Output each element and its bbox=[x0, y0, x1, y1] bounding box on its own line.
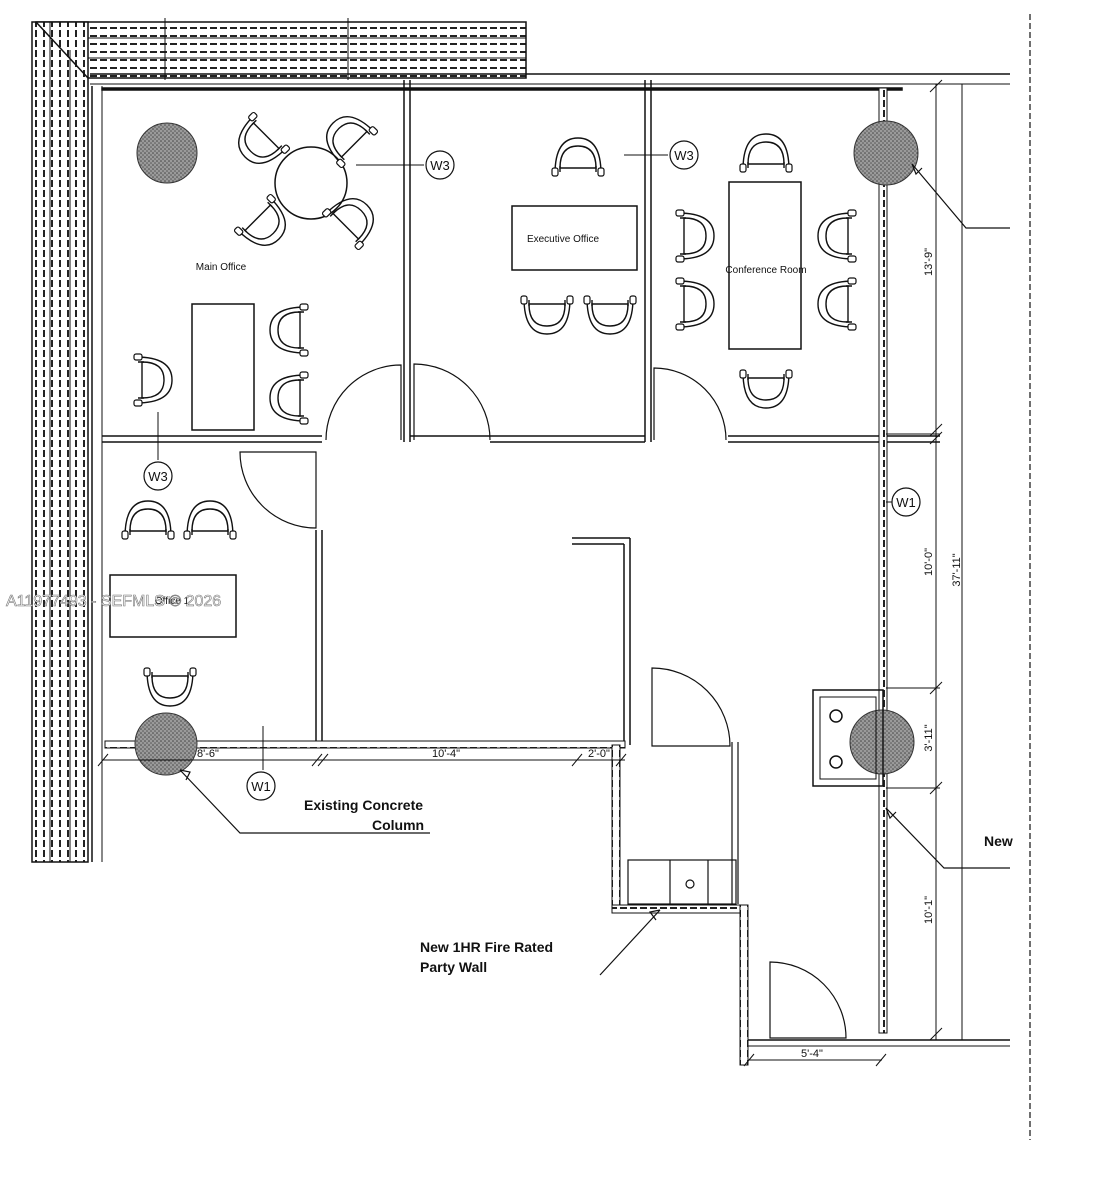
chair bbox=[817, 277, 857, 331]
chair bbox=[269, 371, 309, 425]
chair bbox=[675, 277, 715, 331]
wall-tag-w1-bottom-text: W1 bbox=[251, 779, 271, 794]
right-edge bbox=[961, 14, 1031, 1140]
note-party-wall-line2: Party Wall bbox=[420, 959, 487, 975]
chair bbox=[739, 369, 793, 409]
chair bbox=[143, 667, 197, 707]
chair bbox=[583, 295, 637, 335]
wall-tag-w3-executive: W3 bbox=[624, 140, 699, 170]
range-appliance bbox=[812, 689, 884, 787]
dim-13-9: 13'-9" bbox=[923, 248, 935, 276]
chair bbox=[233, 193, 286, 246]
chair bbox=[238, 111, 291, 164]
wall-tag-w3-main-text: W3 bbox=[430, 158, 450, 173]
wall-tag-w1-right: W1 bbox=[886, 487, 921, 517]
dim-2-0: 2'-0" bbox=[588, 748, 610, 760]
chairs bbox=[121, 111, 857, 707]
dim-8-6: 8'-6" bbox=[197, 748, 219, 760]
chair bbox=[817, 209, 857, 263]
annotation-leaders bbox=[179, 163, 1010, 976]
note-new-partial: New bbox=[984, 833, 1013, 849]
wall-tag-w1-right-text: W1 bbox=[896, 495, 916, 510]
chair bbox=[326, 116, 379, 169]
chair bbox=[133, 353, 173, 407]
chair bbox=[551, 137, 605, 177]
wall-tag-w3-office-1: W3 bbox=[143, 412, 173, 491]
wall-tag-w3-office-1-text: W3 bbox=[148, 469, 168, 484]
chair bbox=[321, 198, 374, 251]
column-main-office bbox=[136, 122, 198, 184]
exterior-window-wall bbox=[31, 18, 1010, 863]
dim-37-11: 37'-11" bbox=[951, 553, 963, 586]
wall-tag-w3-main: W3 bbox=[356, 150, 455, 180]
wall-tag-w3-executive-text: W3 bbox=[674, 148, 694, 163]
round-table bbox=[274, 146, 348, 220]
chair bbox=[121, 500, 175, 540]
chair bbox=[269, 303, 309, 357]
chair bbox=[183, 500, 237, 540]
column-bottom-left bbox=[134, 712, 198, 776]
dim-10-0: 10'-0" bbox=[923, 548, 935, 576]
conference-table bbox=[728, 181, 802, 350]
dimension-lines bbox=[97, 79, 943, 1067]
room-label-main-office: Main Office bbox=[196, 262, 247, 273]
room-label-conference-room: Conference Room bbox=[725, 265, 806, 276]
dim-3-11: 3'-11" bbox=[923, 724, 935, 751]
chair bbox=[675, 209, 715, 263]
main-office-desk bbox=[191, 303, 255, 431]
office-1-desk bbox=[109, 574, 237, 638]
dim-10-1: 10'-1" bbox=[923, 896, 935, 924]
watermark: A11977493 - SEFMLS © 2026 bbox=[6, 593, 221, 610]
note-column-line2: Column bbox=[372, 817, 424, 833]
doors bbox=[239, 363, 847, 1039]
column-right bbox=[849, 709, 915, 775]
executive-desk bbox=[511, 205, 638, 271]
chair bbox=[520, 295, 574, 335]
chair bbox=[739, 133, 793, 173]
interior-walls bbox=[101, 80, 940, 745]
dim-5-4: 5'-4" bbox=[801, 1048, 823, 1060]
dim-10-4: 10'-4" bbox=[432, 748, 460, 760]
room-label-office-1: Office 1 bbox=[155, 596, 190, 607]
restroom bbox=[627, 742, 739, 905]
wall-tag-w1-bottom: W1 bbox=[246, 726, 276, 801]
note-column-line1: Existing Concrete bbox=[304, 797, 423, 813]
note-party-wall-line1: New 1HR Fire Rated bbox=[420, 939, 553, 955]
column-top-right bbox=[853, 120, 919, 186]
party-walls bbox=[104, 87, 1010, 1066]
room-label-executive-office: Executive Office bbox=[527, 234, 600, 245]
